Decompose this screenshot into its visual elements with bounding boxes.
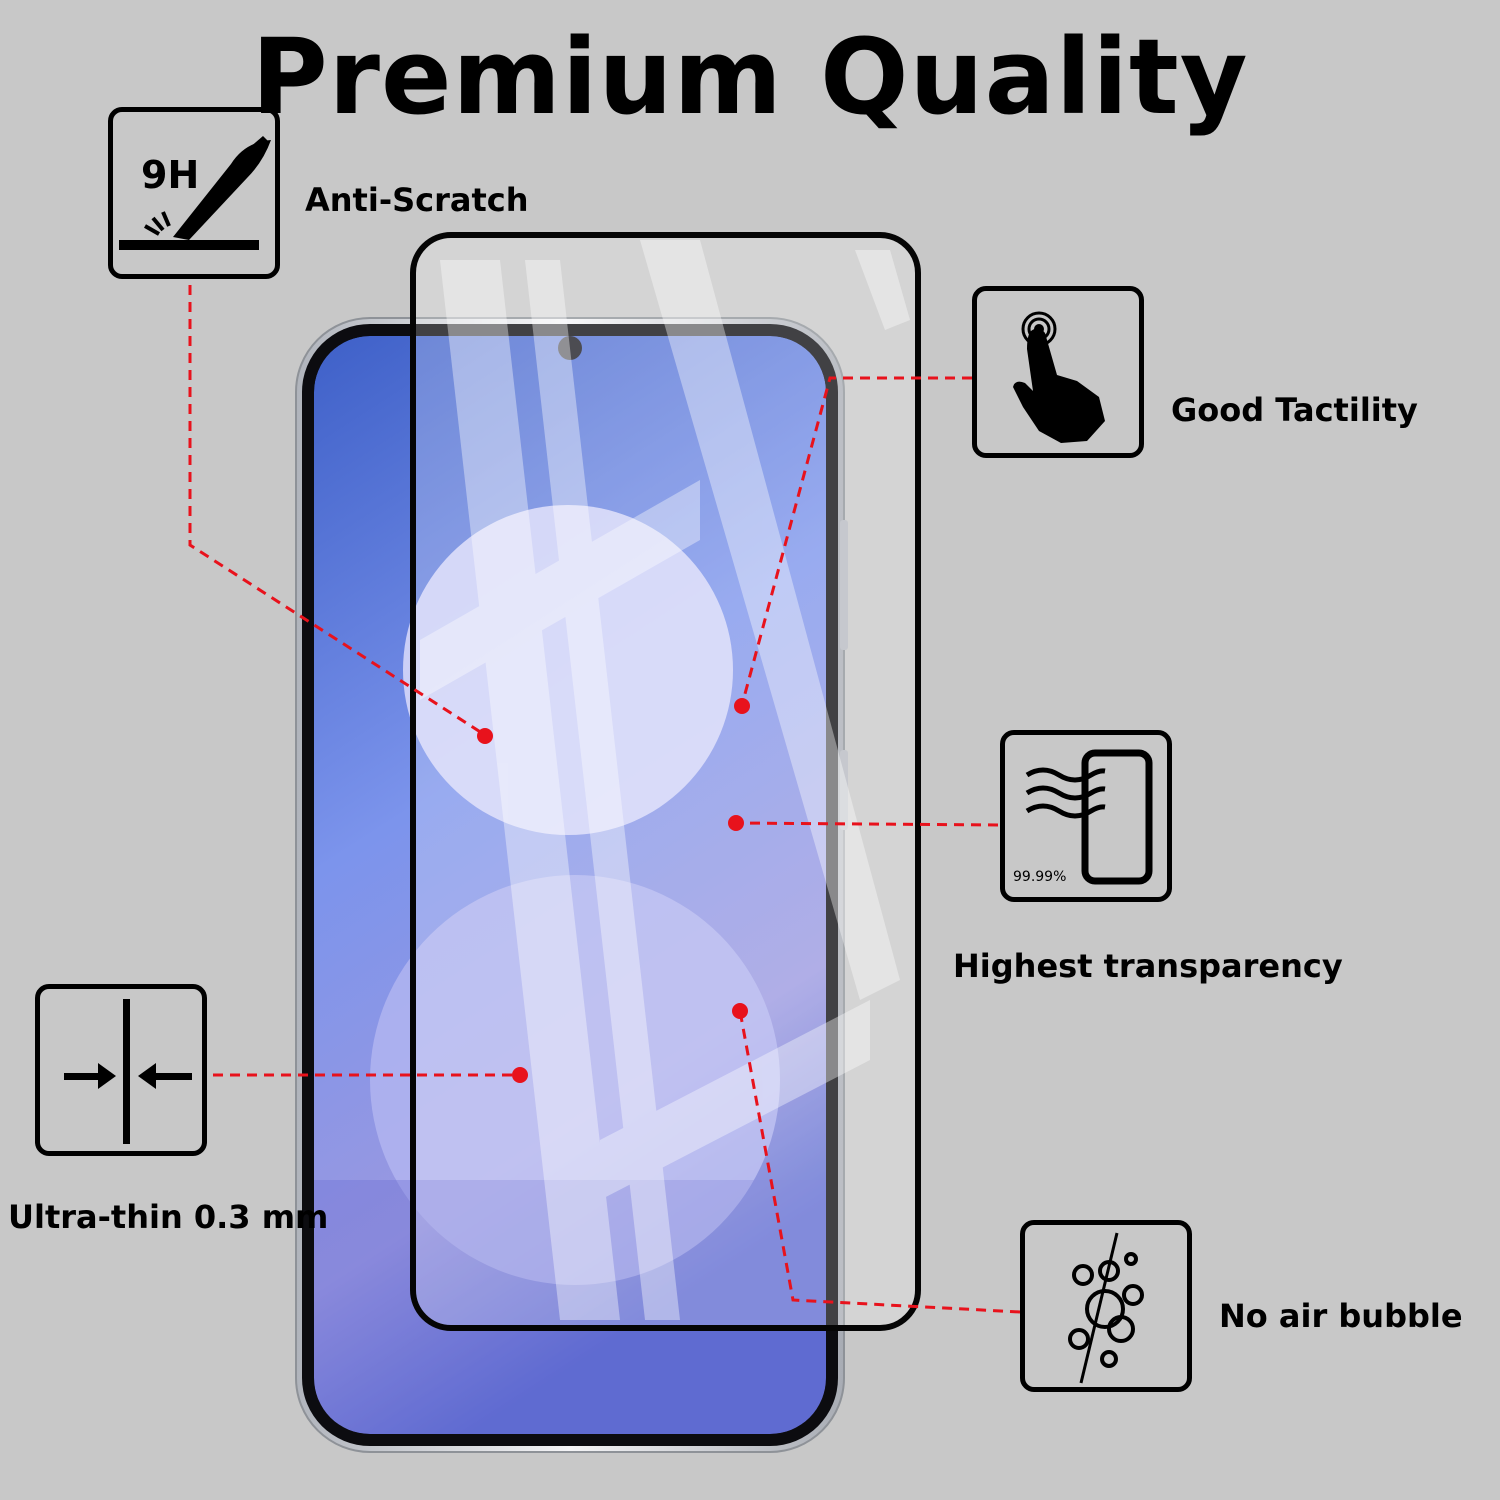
callout-line-tactility [740, 376, 972, 706]
knife-scratch-icon: 9H [108, 107, 280, 279]
callout-line-transparency [735, 821, 999, 827]
touch-hand-icon [972, 286, 1144, 458]
callout-line-no-bubble [738, 1010, 1021, 1314]
transparency-percent: 99.99% [1013, 869, 1066, 885]
callout-dot-transparency [728, 815, 744, 831]
glass-protector [413, 235, 918, 1328]
feature-label-tactility: Good Tactility [1171, 391, 1418, 429]
callout-dot-anti-scratch [477, 728, 493, 744]
feature-label-ultra-thin: Ultra-thin 0.3 mm [8, 1198, 329, 1236]
feature-label-no-bubble: No air bubble [1219, 1297, 1463, 1335]
callout-line-anti-scratch [188, 285, 486, 737]
feature-label-transparency: Highest transparency [953, 947, 1343, 985]
callout-dot-ultra-thin [512, 1067, 528, 1083]
bubbles-icon [1020, 1220, 1192, 1392]
callout-dot-no-bubble [732, 1003, 748, 1019]
callout-dot-tactility [734, 698, 750, 714]
hardness-text: 9H [141, 153, 199, 197]
feature-label-anti-scratch: Anti-Scratch [305, 181, 529, 219]
thickness-arrows-icon [35, 984, 207, 1156]
transparency-phone-icon: 99.99% [1000, 730, 1172, 902]
front-camera [558, 336, 582, 360]
page-title: Premium Quality [251, 16, 1249, 138]
